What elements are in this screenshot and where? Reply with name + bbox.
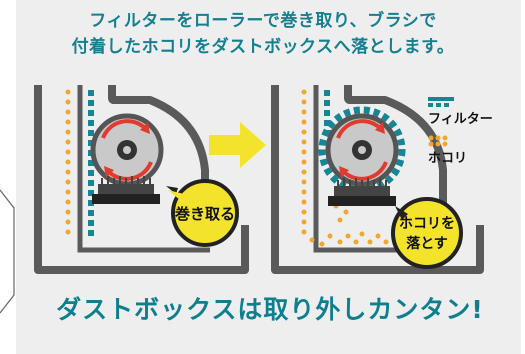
legend-filter-swatch: [428, 97, 454, 107]
left-roller: [90, 113, 164, 187]
right-brush: [328, 178, 396, 206]
drop-dust-label-line2: 落とす: [406, 235, 448, 252]
drop-dust-label-line1: ホコリを: [399, 216, 455, 232]
left-edge-lines: [0, 189, 15, 314]
roll-up-bubble: 巻き取る: [166, 179, 239, 247]
drop-dust-bubble: ホコリを 落とす: [391, 197, 463, 269]
background-panel: [16, 0, 521, 354]
legend-dust-swatch: [428, 135, 448, 147]
transition-arrow: [209, 122, 266, 168]
right-unit: ホコリを 落とす: [271, 85, 484, 274]
header-caption: フィルターをローラーで巻き取り、ブラシで 付着したホコリをダストボックスへ落とし…: [28, 8, 498, 60]
left-rotation-arrow-top: [101, 119, 147, 139]
roll-up-label: 巻き取る: [174, 205, 235, 223]
right-filter-dashes: [324, 90, 332, 136]
header-line-1: フィルターをローラーで巻き取り、ブラシで: [89, 11, 437, 31]
left-filter-dashes: [88, 90, 94, 236]
left-brush: [92, 176, 160, 204]
left-unit: 巻き取る: [34, 85, 249, 274]
left-dust-dots: [65, 89, 71, 235]
legend-filter-label: フィルター: [428, 112, 493, 127]
right-rotation-arrow-top: [336, 119, 382, 139]
legend-dust-label: ホコリ: [428, 151, 467, 166]
footer-caption: ダストボックスは取り外しカンタン!: [56, 295, 484, 324]
legend: フィルター ホコリ: [428, 97, 493, 166]
right-roller: [318, 106, 406, 194]
header-line-2: 付着したホコリをダストボックスへ落とします。: [71, 37, 455, 57]
